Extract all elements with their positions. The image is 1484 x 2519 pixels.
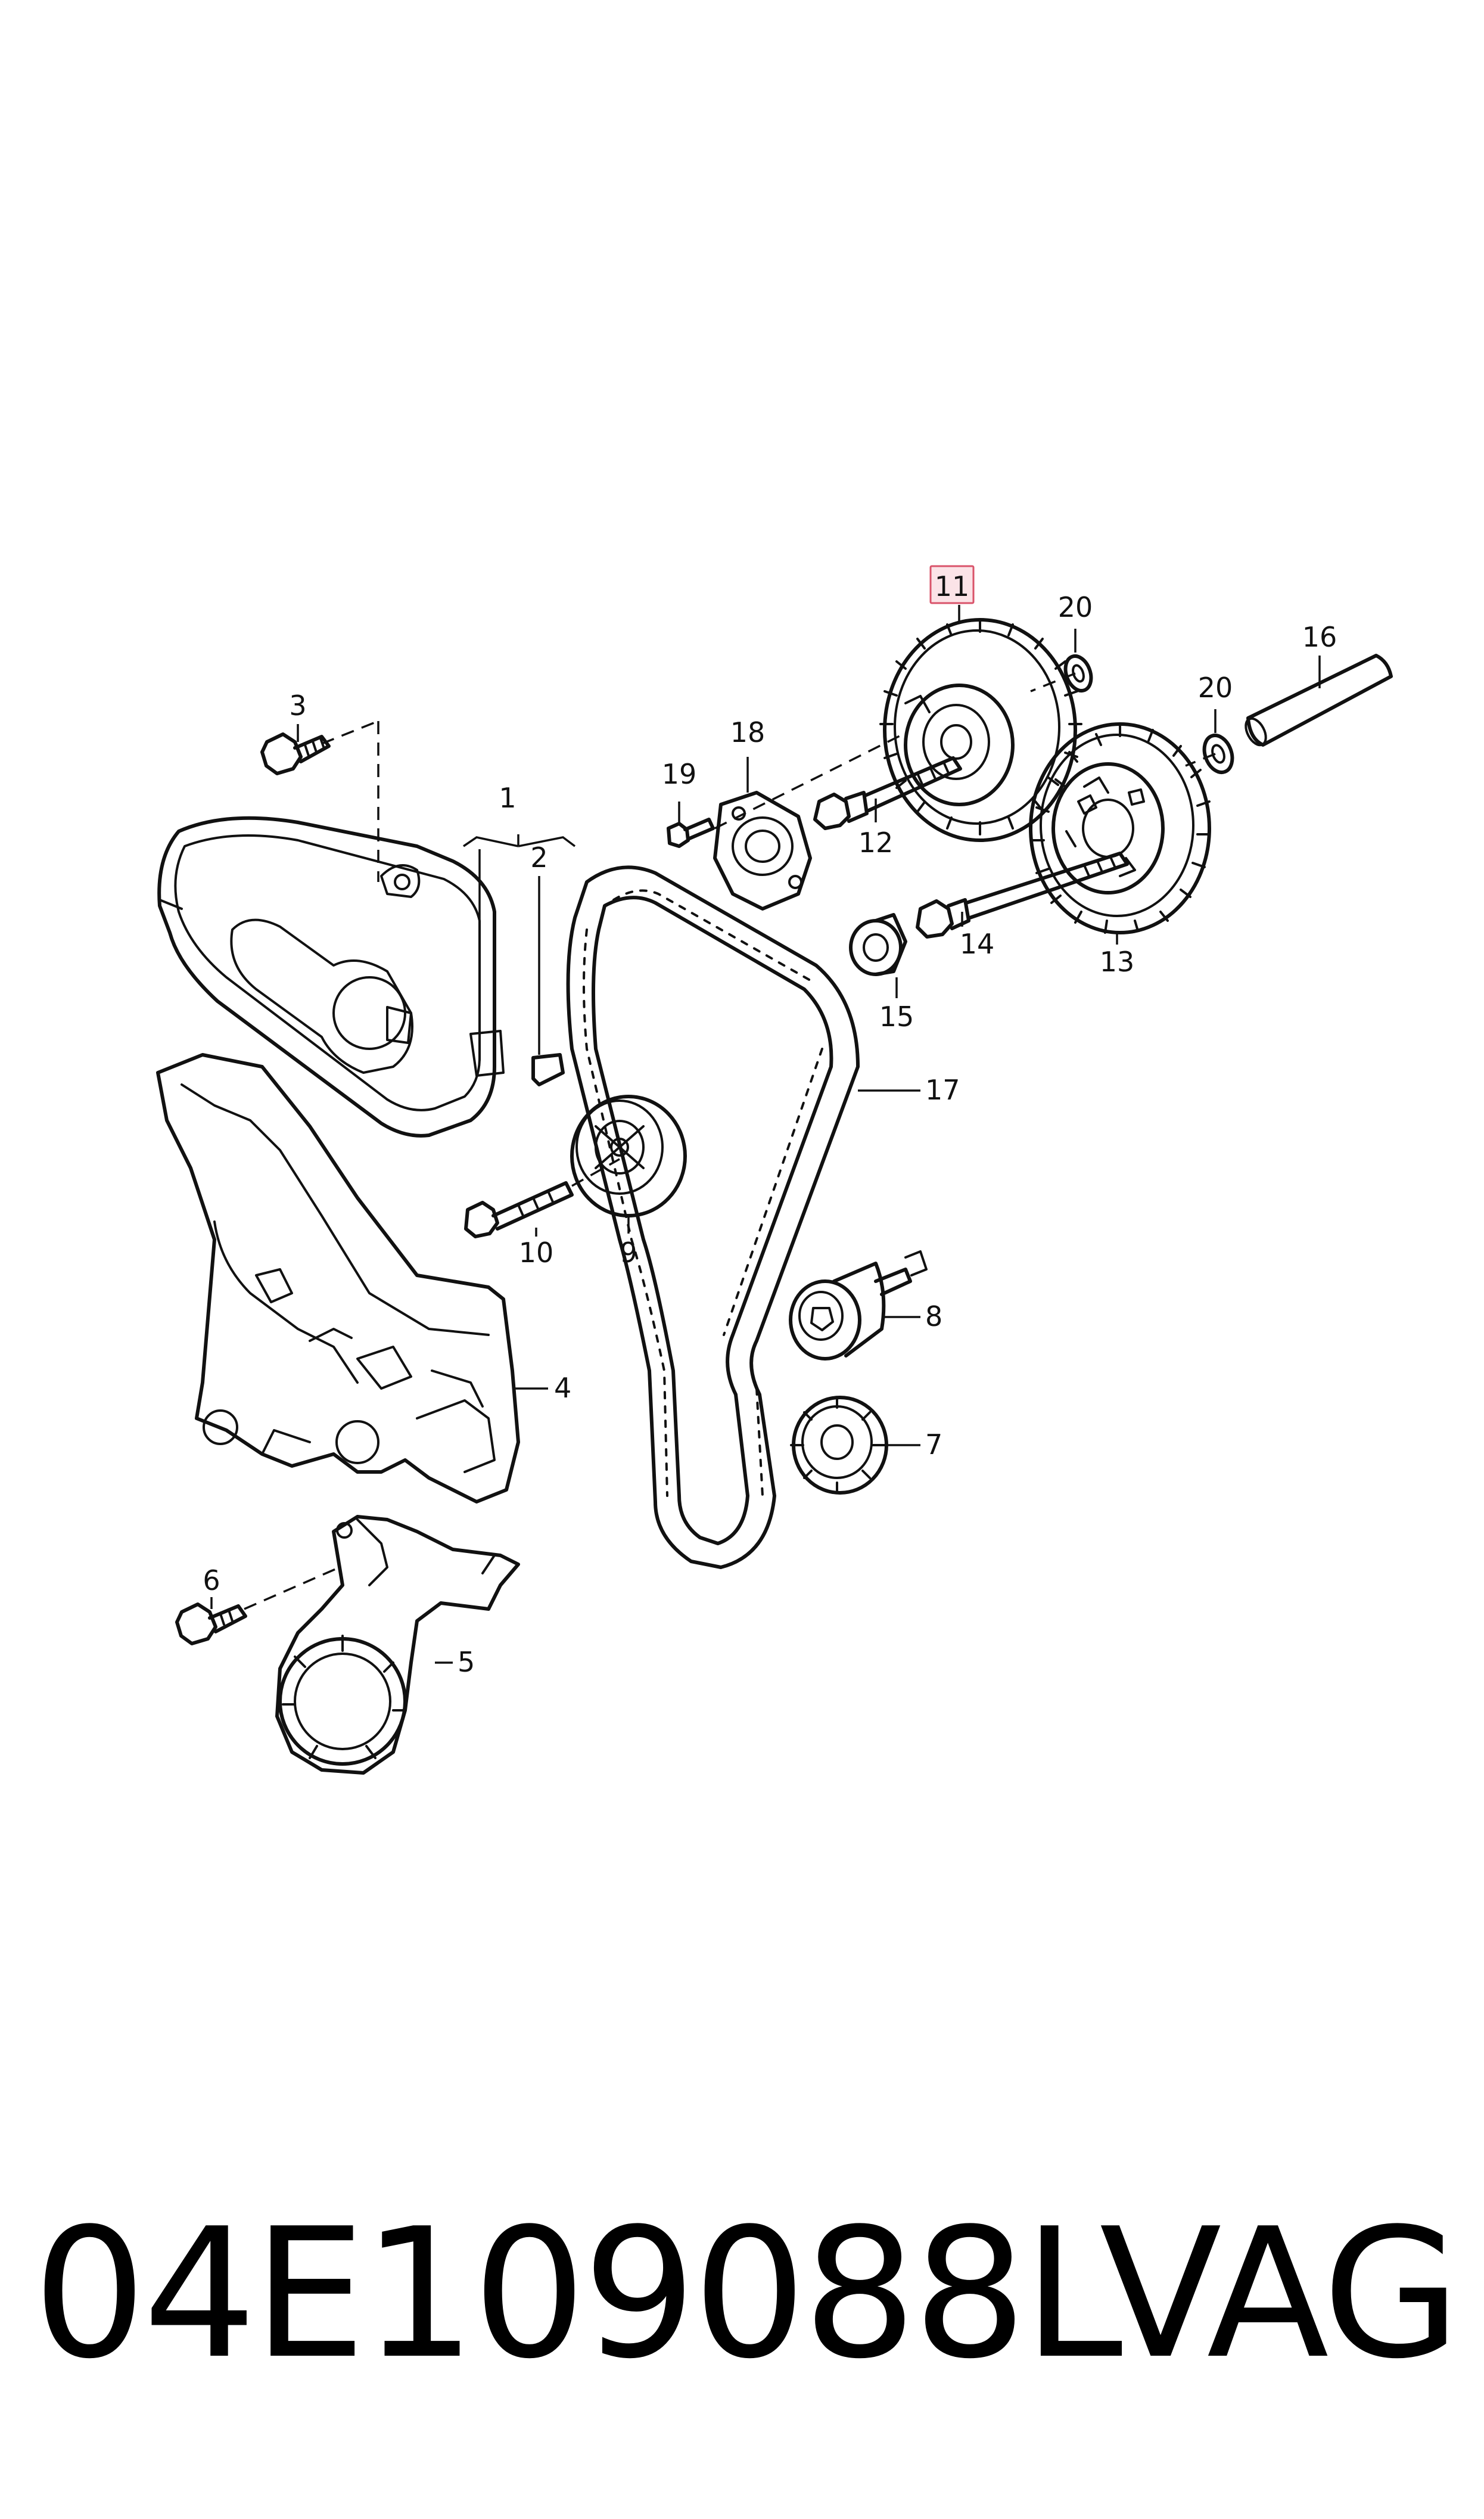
upper-timing-cover — [157, 816, 505, 1138]
rear-timing-housing — [156, 1053, 520, 1504]
idler-bolt-10 — [464, 1181, 574, 1238]
alignment-dash-20a — [1030, 672, 1076, 692]
idler-pulley-9 — [570, 1095, 687, 1217]
highlight-box-11 — [929, 565, 975, 604]
alignment-dash-upper — [714, 732, 906, 830]
washer-20a — [1063, 654, 1093, 693]
alignment-dash-6 — [244, 1566, 340, 1610]
part-number: 04E109088L — [33, 2190, 1123, 2398]
callout-14: 14 — [960, 928, 995, 960]
sleeve-16 — [1245, 654, 1393, 747]
alignment-dash-20b — [1185, 753, 1216, 767]
callout-18: 18 — [730, 716, 766, 748]
callout-19: 19 — [662, 758, 697, 790]
callout-12: 12 — [858, 827, 894, 859]
callout-10: 10 — [519, 1237, 554, 1269]
leader-lines — [210, 605, 1321, 1664]
callout-15: 15 — [879, 1001, 914, 1033]
camshaft-bolt-12 — [813, 756, 962, 830]
callout-11: 11 — [935, 570, 970, 602]
brand-name: VAG — [1099, 2190, 1461, 2398]
tensioner-flange-18 — [713, 791, 812, 911]
crank-sprocket-7 — [790, 1396, 888, 1495]
lower-cover-bolt-6 — [175, 1602, 247, 1645]
washer-20b — [1202, 734, 1234, 774]
callout-6: 6 — [203, 1564, 220, 1596]
callout-3: 3 — [289, 689, 306, 722]
callout-16: 16 — [1302, 621, 1337, 653]
alignment-dash-3 — [321, 720, 379, 882]
flange-bolt-19 — [667, 818, 715, 848]
callout-2: 2 — [530, 841, 547, 874]
cover-clip — [531, 1053, 565, 1086]
alignment-dash-9 — [571, 1158, 620, 1187]
bush-15 — [849, 913, 907, 976]
callout-5: 5 — [458, 1646, 475, 1678]
cover-bolt-3 — [260, 732, 331, 775]
camshaft-bolt-14 — [916, 852, 1129, 939]
callout-8: 8 — [925, 1300, 942, 1333]
callout-13: 13 — [1100, 946, 1135, 978]
tensioner-roller-8 — [789, 1250, 928, 1361]
camshaft-sprocket-13 — [1029, 722, 1211, 934]
lower-timing-cover — [275, 1515, 520, 1775]
footer: 04E109088L VAG — [0, 2205, 1484, 2455]
callout-20-lower: 20 — [1198, 672, 1233, 704]
callout-7: 7 — [925, 1428, 942, 1461]
timing-belt-17 — [566, 865, 860, 1569]
callout-9: 9 — [620, 1237, 637, 1269]
callout-1: 1 — [499, 782, 516, 814]
callout-20-upper: 20 — [1058, 591, 1093, 623]
callout-17: 17 — [925, 1074, 960, 1106]
camshaft-sprocket-11 — [879, 618, 1082, 842]
callout-4: 4 — [554, 1372, 571, 1404]
